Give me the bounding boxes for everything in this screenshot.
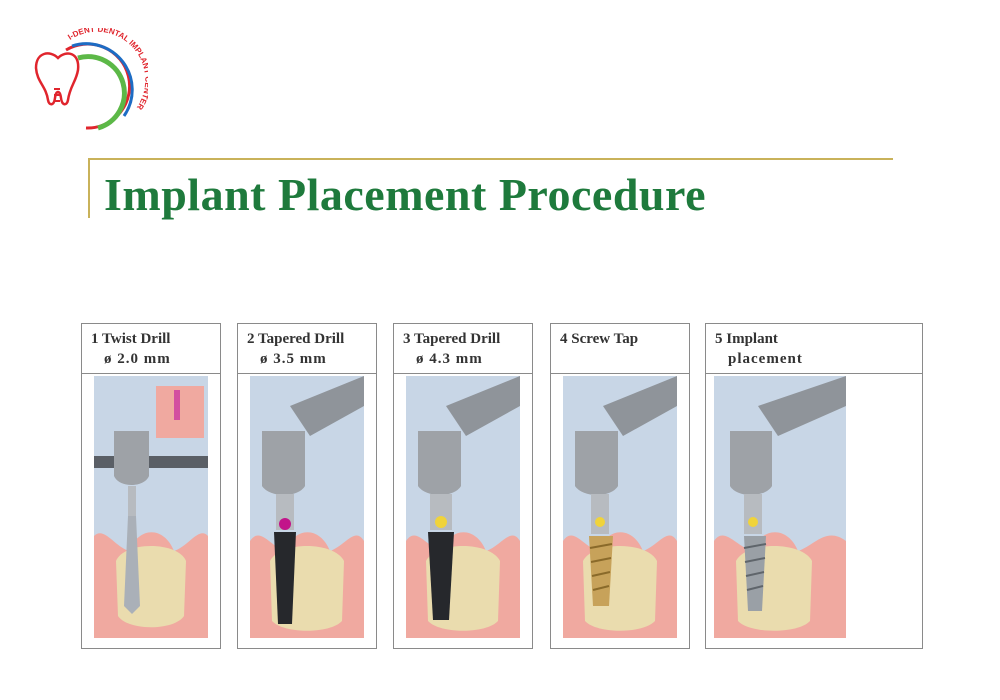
step-label: 1 Twist Drill [91, 331, 171, 347]
tapered-drill-illustration [250, 376, 364, 638]
step-header: 2 Tapered Drill ø 3.5 mm [238, 324, 376, 374]
step-diameter: ø 4.3 mm [416, 351, 483, 367]
page-title: Implant Placement Procedure [104, 169, 707, 220]
step-panel-2: 2 Tapered Drill ø 3.5 mm [237, 323, 377, 649]
implant-placement-illustration [714, 376, 846, 638]
title-rule [88, 158, 893, 160]
twist-drill-illustration [94, 376, 208, 638]
step-diameter: ø 2.0 mm [104, 351, 171, 367]
step-sub-label: placement [728, 351, 803, 367]
step-panel-3: 3 Tapered Drill ø 4.3 mm [393, 323, 533, 649]
step-diameter: ø 3.5 mm [260, 351, 327, 367]
step-panel-1: 1 Twist Drill ø 2.0 mm [81, 323, 221, 649]
step-label: 2 Tapered Drill [247, 331, 345, 347]
screw-tap-illustration [563, 376, 677, 638]
step-label: 4 Screw Tap [560, 331, 639, 347]
title-rule-left [88, 158, 90, 218]
step-header: 4 Screw Tap [551, 324, 689, 374]
tapered-drill-illustration [406, 376, 520, 638]
step-panel-5: 5 Implant placement [705, 323, 923, 649]
step-header: 1 Twist Drill ø 2.0 mm [82, 324, 220, 374]
step-panel-4: 4 Screw Tap [550, 323, 690, 649]
step-label: 3 Tapered Drill [403, 331, 501, 347]
clinic-logo: I-DENT DENTAL IMPLANT CENTER [34, 28, 148, 131]
step-header: 3 Tapered Drill ø 4.3 mm [394, 324, 532, 374]
step-label: 5 Implant [715, 331, 778, 347]
step-header: 5 Implant placement [706, 324, 922, 374]
